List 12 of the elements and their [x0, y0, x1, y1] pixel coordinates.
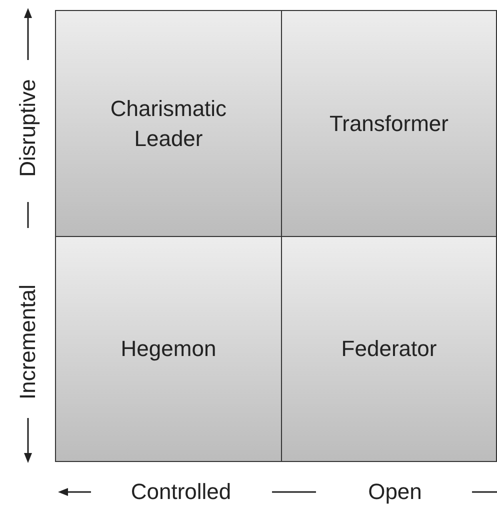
- quadrant-box: [55, 236, 282, 462]
- axis-label: Controlled: [130, 479, 232, 505]
- axis-label: Incremental: [15, 284, 41, 400]
- quadrant-label: Federator: [340, 335, 438, 363]
- quadrant-label: Charismatic Leader: [109, 94, 228, 152]
- quadrant-box: [55, 10, 282, 237]
- quadrant-label: Transformer: [328, 110, 450, 138]
- quadrant-label: Hegemon: [120, 335, 218, 363]
- axis-label: Disruptive: [15, 79, 41, 177]
- quadrant-box: [281, 10, 497, 237]
- quadrant-box: [281, 236, 497, 462]
- axis-label: Open: [368, 479, 422, 505]
